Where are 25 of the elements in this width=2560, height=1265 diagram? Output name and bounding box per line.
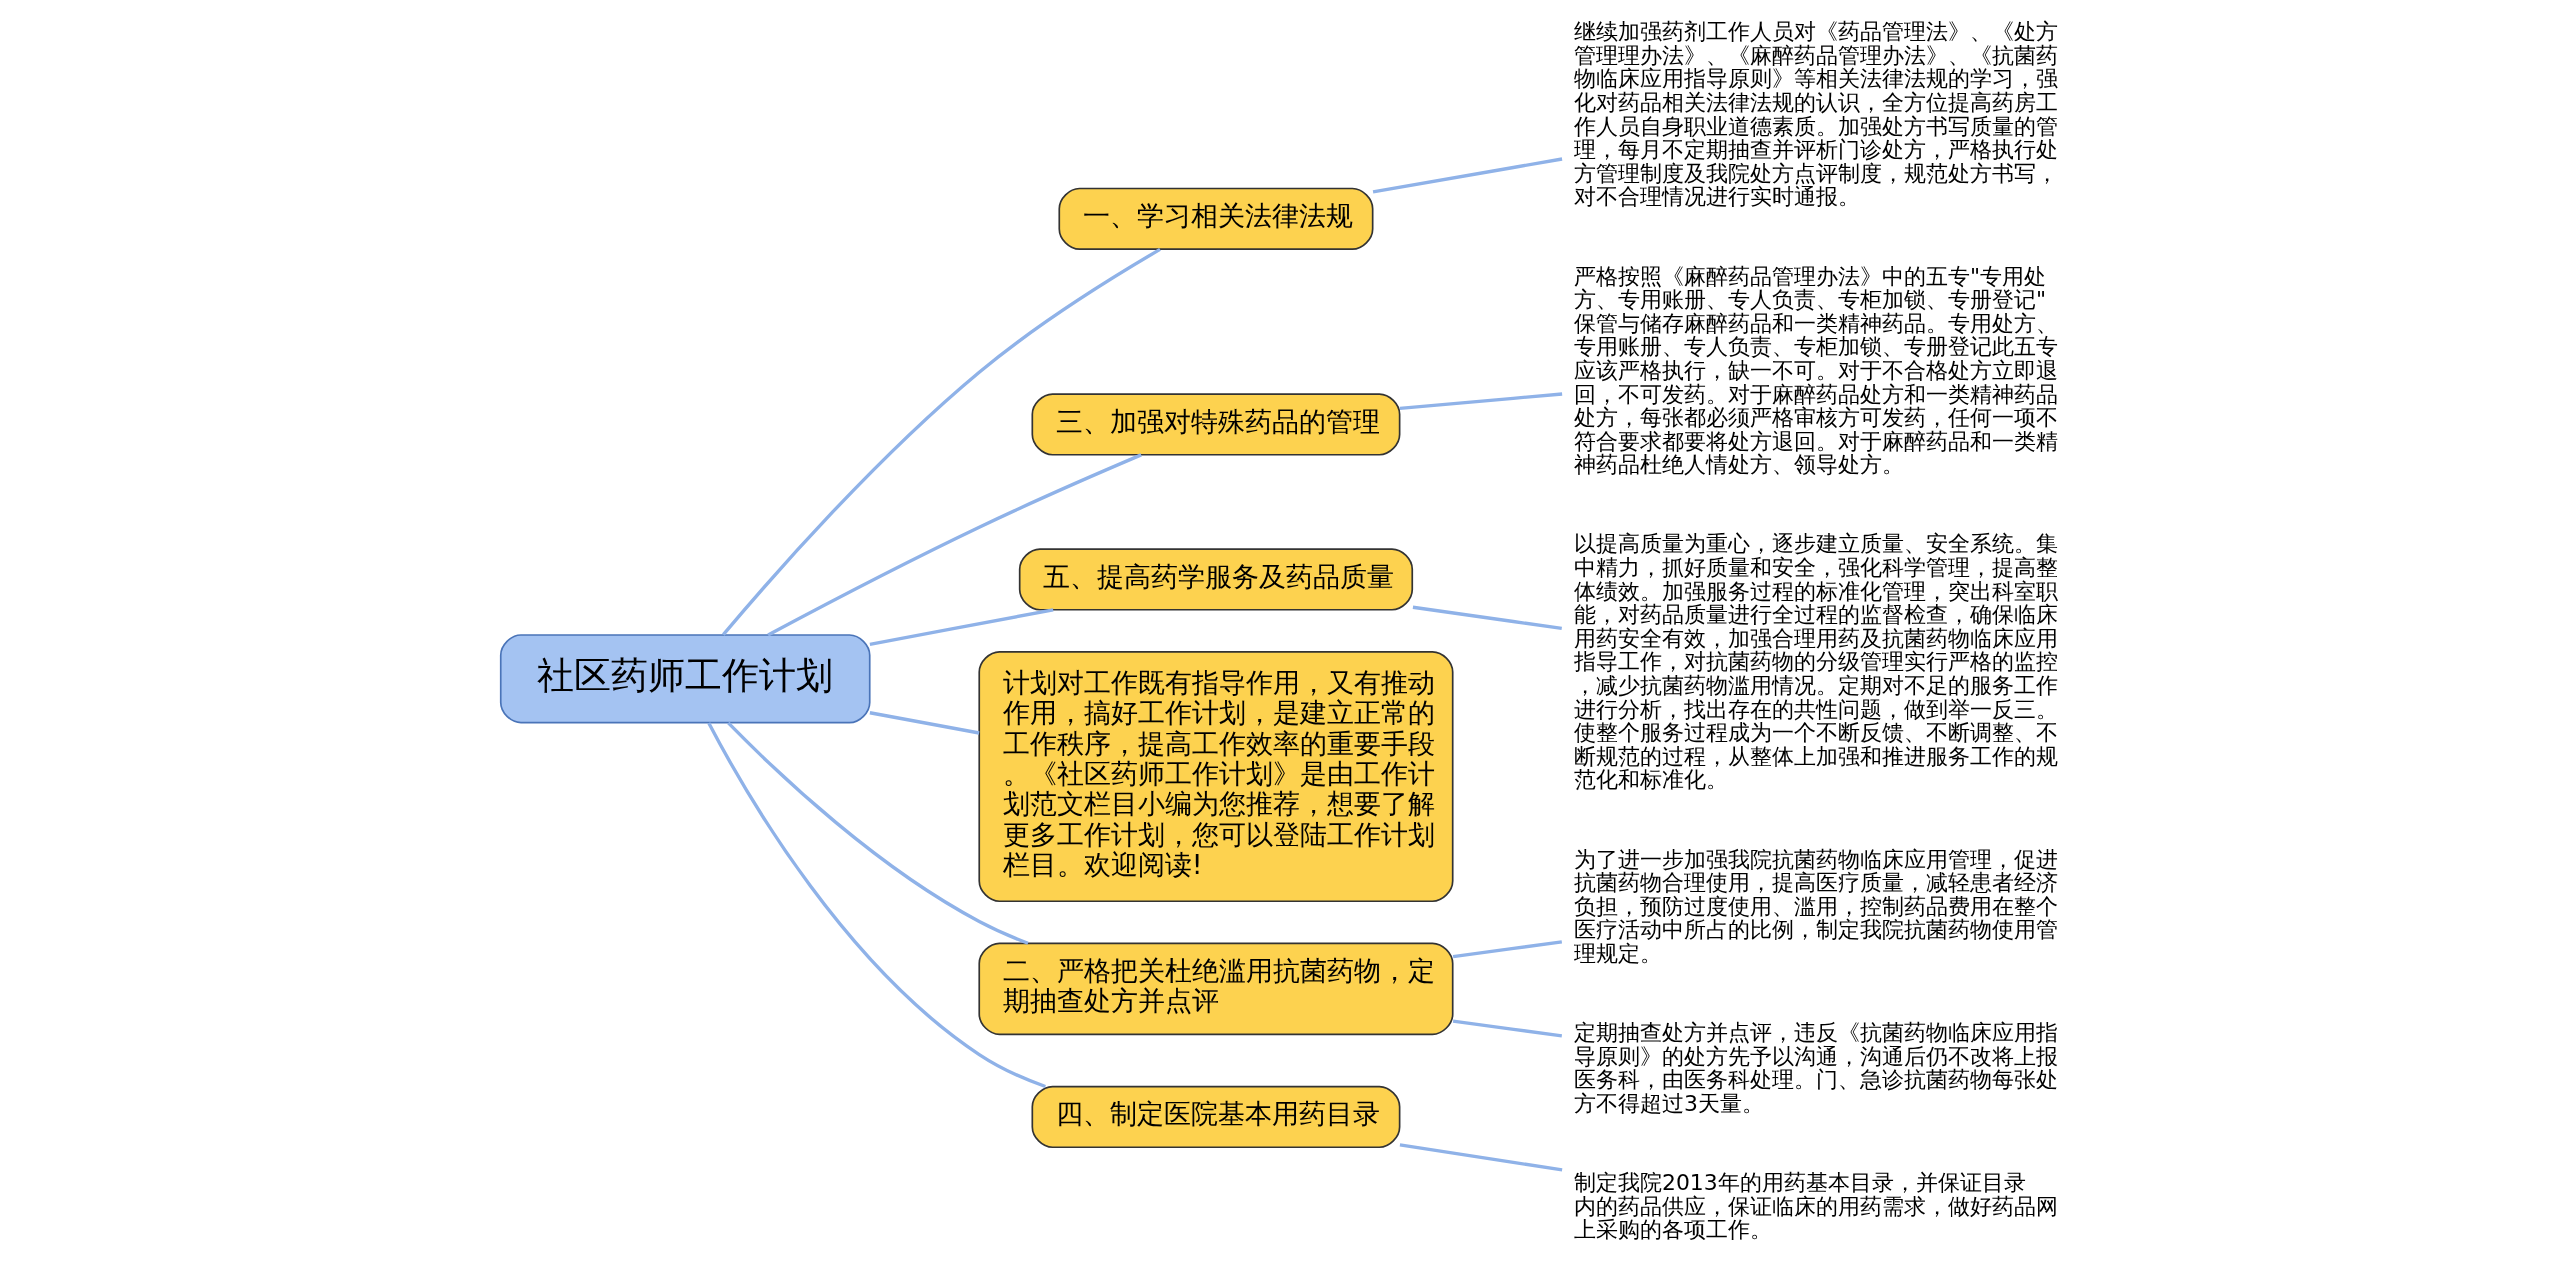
node-box: 五、提高药学服务及药品质量 [1018, 548, 1414, 611]
connector [767, 453, 1142, 637]
node-text: 为了进一步加强我院抗菌药物临床应用管理，促进抗菌药物合理使用，提高医疗质量，减轻患者经济负担，预防过度使用、滥用，控制药品费用在整个医疗活动中所占的比例，制定我院抗菌药物使用管理规定。 [1574, 846, 2059, 966]
connector [1412, 605, 1562, 631]
connector [869, 608, 1054, 646]
node-box: 三、加强对特殊药品的管理 [1031, 393, 1401, 456]
node-text: 严格按照《麻醉药品管理办法》中的五专"专用处方、专用账册、专人负责、专柜加锁、专册登记"保管与储存麻醉药品和一类精神药品。专用处方、专用账册、专人负责、专柜加锁、专册登记此五专应该严格执行，缺一不可。对于不合格处方立即退回，不可发药。对于麻醉药品处方和一类精神药品处方，每张都必须严格审核方可发药，任何一项不符合要求都要将处方退回。对于麻醉药品和一类精神药品杜绝人情处方、领导处方。 [1574, 263, 2059, 478]
node-text: 以提高质量为重心，逐步建立质量、安全系统。集中精力，抓好质量和安全，强化科学管理，提高整体绩效。加强服务过程的标准化管理，突出科室职能，对药品质量进行全过程的监督检查，确保临床用药安全有效，加强合理用药及抗菌药物临床应用指导工作，对抗菌药物的分级管理实行严格的监控，减少抗菌药物滥用情况。定期对不足的服务工作进行分析，找出存在的共性问题，做到举一反三。使整个服务过程成为一个不断反馈、不断调整、不断规范的过程，从整体上加强和推进服务工作的规范化和标准化。 [1574, 531, 2059, 793]
node-text: 制定我院2013年的用药基本目录，并保证目录内的药品供应，保证临床的用药需求，做好药品网上采购的各项工作。 [1574, 1170, 2059, 1243]
node-box: 二、严格把关杜绝滥用抗菌药物，定期抽查处方并点评 [978, 942, 1454, 1036]
node-text: 继续加强药剂工作人员对《药品管理法》、《处方管理理办法》、《麻醉药品管理办法》、《抗菌药物临床应用指导原则》等相关法律法规的学习，强化对药品相关法律法规的认识，全方位提高药房工作人员自身职业道德素质。加强处方书写质量的管理，每月不定期抽查并评析门诊处方，严格执行处方管理制度及我院处方点评制度，规范处方书写，对不合理情况进行实时通报。 [1574, 19, 2059, 210]
connector [1452, 940, 1563, 959]
connector [869, 711, 980, 735]
connector [1452, 1019, 1563, 1038]
node-box: 四、制定医院基本用药目录 [1031, 1085, 1401, 1149]
connector [1372, 157, 1563, 194]
connector [727, 721, 1029, 945]
connector [1399, 392, 1563, 410]
node-box: 一、学习相关法律法规 [1058, 187, 1374, 251]
connector [722, 247, 1161, 636]
node-box: 社区药师工作计划 [499, 634, 871, 724]
node-text: 定期抽查处方并点评，违反《抗菌药物临床应用指导原则》的处方先予以沟通，沟通后仍不改将上报医务科，由医务科处理。门、急诊抗菌药物每张处方不得超过3天量。 [1574, 1020, 2059, 1116]
node-box: 计划对工作既有指导作用，又有推动作用，搞好工作计划，是建立正常的工作秩序，提高工作效率的重要手段。《社区药师工作计划》是由工作计划范文栏目小编为您推荐，想要了解更多工作计划，您可以登陆工作计划栏目。欢迎阅读! [978, 651, 1454, 903]
connector [707, 722, 1046, 1089]
connector [1399, 1143, 1563, 1172]
